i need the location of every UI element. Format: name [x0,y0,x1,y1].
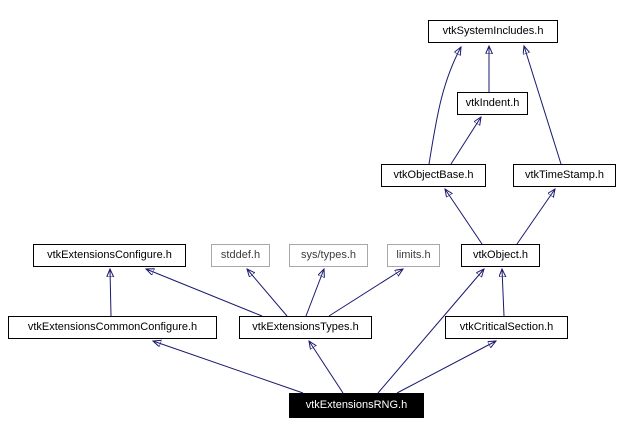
node-vtkCriticalSection[interactable]: vtkCriticalSection.h [445,316,568,339]
node-vtkExtensionsRNG: vtkExtensionsRNG.h [289,393,424,418]
node-sys-types: sys/types.h [289,244,368,267]
edge-vtkExtensionsCommonConfigure-to-vtkExtensionsConfigure [110,269,111,317]
node-limits: limits.h [387,244,440,267]
node-vtkExtensionsCommonConfigure[interactable]: vtkExtensionsCommonConfigure.h [8,316,217,339]
node-vtkObjectBase[interactable]: vtkObjectBase.h [381,164,486,187]
node-stddef: stddef.h [211,244,270,267]
edge-vtkExtensionsTypes-to-vtkExtensionsConfigure [146,269,263,317]
edge-vtkObject-to-vtkTimeStamp [516,189,555,245]
node-vtkObject[interactable]: vtkObject.h [461,244,540,267]
edge-vtkExtensionsTypes-to-stddef [247,269,288,317]
edge-vtkExtensionsRNG-to-vtkCriticalSection [396,341,496,394]
node-vtkTimeStamp[interactable]: vtkTimeStamp.h [513,164,616,187]
edge-vtkObject-to-vtkObjectBase [445,189,483,245]
edge-vtkTimeStamp-to-vtkSystemIncludes [524,46,562,165]
node-vtkIndent[interactable]: vtkIndent.h [457,92,528,115]
node-vtkSystemIncludes[interactable]: vtkSystemIncludes.h [428,20,558,43]
edge-vtkExtensionsTypes-to-limits [328,269,403,317]
edge-vtkObjectBase-to-vtkSystemIncludes [428,47,461,165]
edge-vtkExtensionsRNG-to-vtkExtensionsTypes [309,341,344,394]
edge-vtkObjectBase-to-vtkIndent [450,117,481,165]
node-vtkExtensionsConfigure[interactable]: vtkExtensionsConfigure.h [33,244,186,267]
edge-vtkExtensionsRNG-to-vtkObject [377,269,484,394]
edge-vtkExtensionsRNG-to-vtkExtensionsCommonConfigure [153,341,304,394]
edge-vtkExtensionsTypes-to-sys-types [305,269,324,317]
node-vtkExtensionsTypes[interactable]: vtkExtensionsTypes.h [239,316,372,339]
edge-vtkCriticalSection-to-vtkObject [502,269,504,317]
